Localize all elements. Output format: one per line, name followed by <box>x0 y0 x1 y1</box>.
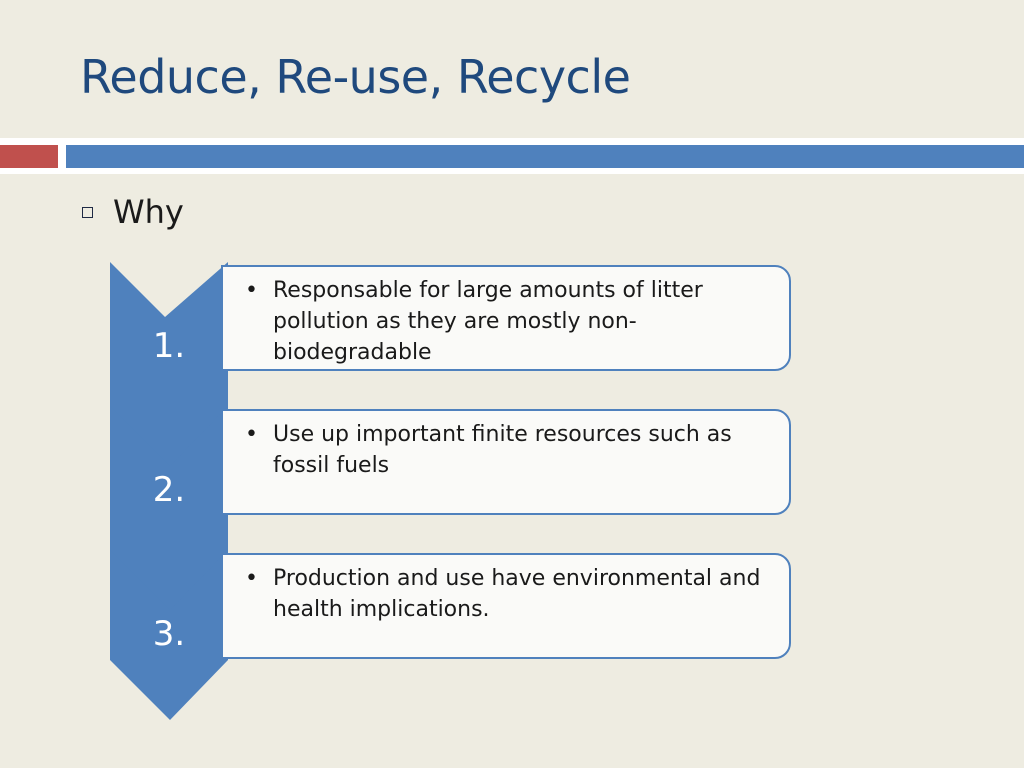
bullet-text: Why <box>113 193 184 231</box>
hollow-square-bullet-icon <box>82 206 93 218</box>
step-1-text: Responsable for large amounts of litter … <box>245 275 773 368</box>
bullet-why: Why <box>82 192 184 232</box>
step-2-card: Use up important finite resources such a… <box>221 409 791 515</box>
step-2-text: Use up important finite resources such a… <box>245 419 773 481</box>
title-rule-red-segment <box>0 145 58 168</box>
step-2-number: 2. <box>152 470 186 510</box>
step-3-card: Production and use have environmental an… <box>221 553 791 659</box>
step-1-card: Responsable for large amounts of litter … <box>221 265 791 371</box>
step-3-text: Production and use have environmental an… <box>245 563 773 625</box>
title-rule-blue-segment <box>66 145 1024 168</box>
step-1-number: 1. <box>152 326 186 366</box>
step-3-number: 3. <box>152 614 186 654</box>
chevron-step-1 <box>110 262 228 487</box>
chevron-step-2 <box>110 406 228 631</box>
slide-title: Reduce, Re-use, Recycle <box>80 50 631 104</box>
